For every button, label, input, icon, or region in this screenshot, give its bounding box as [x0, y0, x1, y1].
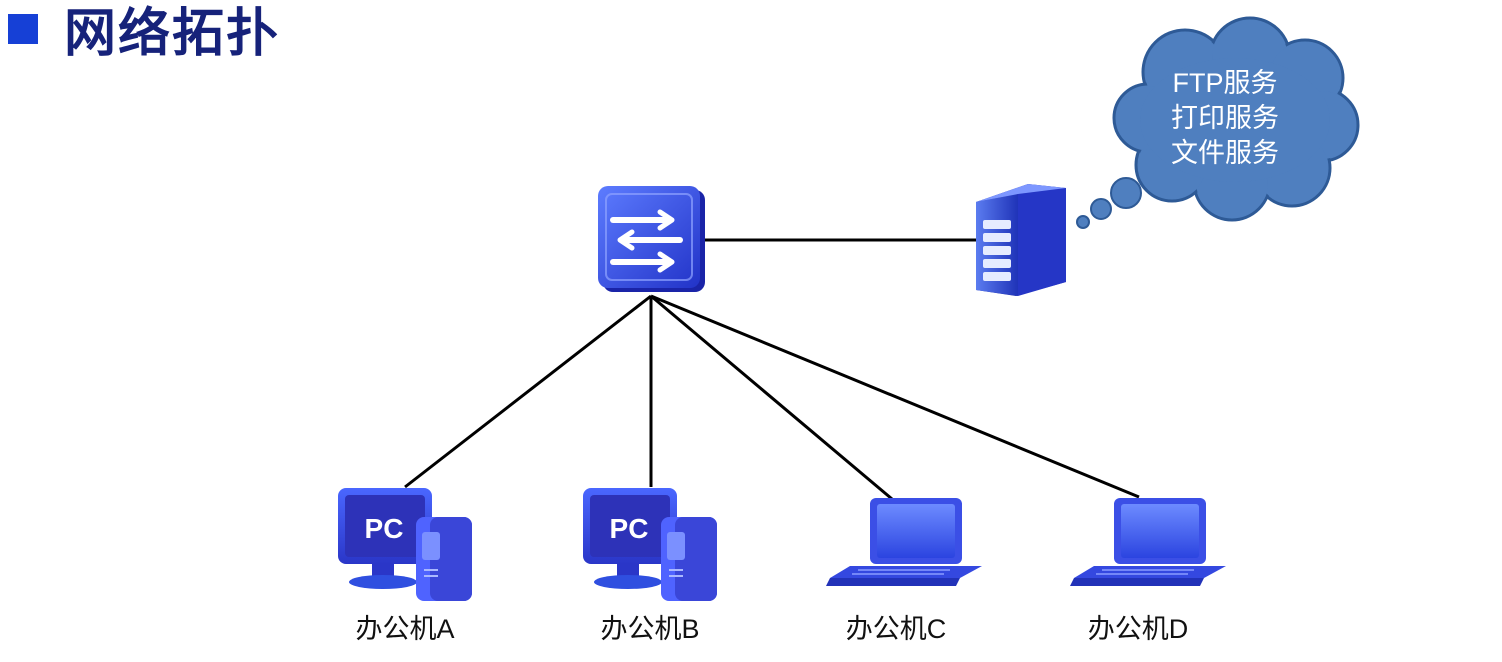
- cloud-services-list: FTP服务 打印服务 文件服务: [1150, 66, 1300, 171]
- label-laptop-d: 办公机D: [1087, 614, 1189, 644]
- label-laptop-c: 办公机C: [845, 614, 947, 644]
- laptop-c-icon[interactable]: [826, 498, 982, 586]
- link-switch-pc-a: [404, 294, 652, 489]
- services-cloud: [1112, 16, 1360, 222]
- page-title: 网络拓扑: [64, 4, 281, 64]
- laptop-d-icon[interactable]: [1070, 498, 1226, 586]
- title-bullet-square: [8, 14, 38, 44]
- pc-a-screen-label: PC: [365, 513, 404, 544]
- thought-bubbles: [1076, 177, 1142, 229]
- desktop-pc-a-icon[interactable]: PC: [338, 488, 472, 601]
- desktop-pc-b-icon[interactable]: PC: [583, 488, 717, 601]
- link-switch-laptop-d: [650, 294, 1140, 499]
- service-print: 打印服务: [1171, 103, 1279, 133]
- link-switch-laptop-c: [650, 294, 893, 501]
- switch-icon[interactable]: [598, 186, 705, 292]
- label-pc-b: 办公机B: [600, 614, 700, 644]
- server-icon[interactable]: [976, 184, 1066, 296]
- pc-b-screen-label: PC: [610, 513, 649, 544]
- label-pc-a: 办公机A: [355, 614, 455, 644]
- service-file: 文件服务: [1171, 138, 1279, 168]
- service-ftp: FTP服务: [1172, 68, 1278, 98]
